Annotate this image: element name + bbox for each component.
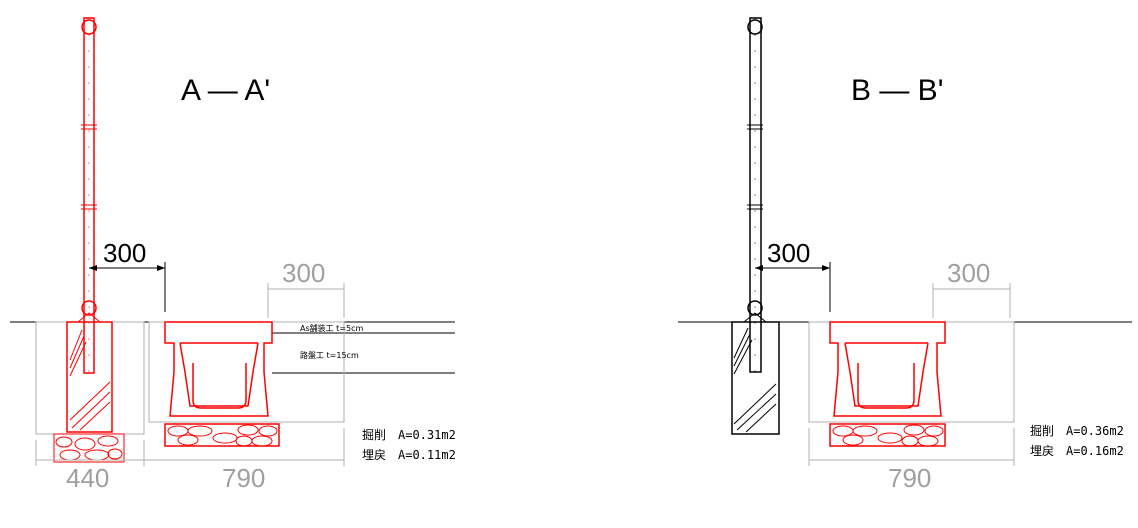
section-b-title: B — B' xyxy=(851,74,943,107)
pole-offset-dimension: 300 xyxy=(103,238,146,268)
ditch-top-dimension: 300 xyxy=(282,258,325,288)
section-a: A — A' 300 300 As舗装工 t=5cm 路盤工 t=15cm 掘削… xyxy=(10,17,456,493)
excavation-outline-pole xyxy=(35,321,145,435)
pole-foundation-b xyxy=(731,321,780,435)
section-b: B — B' 300 300 掘削 A=0.36m2 埋戻 A=0.16m2 7… xyxy=(678,17,1132,493)
u-ditch-b xyxy=(829,321,946,417)
pole-base-joint-b xyxy=(747,300,763,316)
excavation-area-b: 掘削 A=0.36m2 xyxy=(1030,423,1124,438)
pole-base-joint xyxy=(81,300,97,316)
pole-cap xyxy=(81,19,97,35)
backfill-area: 埋戻 A=0.11m2 xyxy=(362,448,456,462)
ditch-gravel-base-b xyxy=(829,423,946,447)
ditch-top-dimension-b: 300 xyxy=(947,258,990,288)
u-ditch xyxy=(164,321,273,417)
pole-b xyxy=(749,17,762,373)
backfill-area-b: 埋戻 A=0.16m2 xyxy=(1030,444,1124,458)
section-a-title: A — A' xyxy=(181,74,270,107)
excavation-area: 掘削 A=0.31m2 xyxy=(362,427,456,442)
ditch-gravel-base xyxy=(164,423,280,447)
width-dimension-790-right: 790 xyxy=(888,463,931,493)
pole-foundation xyxy=(66,321,113,433)
pole-offset-dimension-b: 300 xyxy=(767,238,810,268)
pole-gravel-base xyxy=(53,433,125,463)
layer-pavement-label: As舗装工 t=5cm xyxy=(300,323,364,333)
width-dimension-440: 440 xyxy=(66,463,109,493)
width-dimension-790-left: 790 xyxy=(222,463,265,493)
layer-roadbed-label: 路盤工 t=15cm xyxy=(300,350,359,360)
pole-cap-b xyxy=(747,19,763,35)
